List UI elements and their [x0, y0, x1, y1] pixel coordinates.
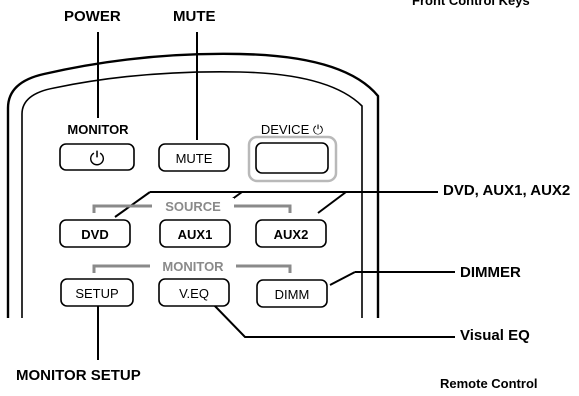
monitor-power-label: MONITOR [67, 122, 129, 137]
aux2-button[interactable] [255, 219, 327, 248]
aux1-button[interactable] [159, 219, 231, 248]
remote-outer-outline [6, 52, 380, 318]
aux2-leader-line [317, 191, 347, 214]
aux1-button-label: AUX1 [178, 227, 213, 242]
dimm-button[interactable] [256, 279, 328, 308]
device-power-label: DEVICE ⏻ [261, 122, 323, 137]
dimmer-callout: DIMMER [460, 264, 521, 281]
veq-button-label: V.EQ [179, 286, 209, 301]
setup-button[interactable] [60, 278, 134, 307]
monitor-setup-callout: MONITOR SETUP [16, 367, 141, 384]
front-control-keys-title: Front Control Keys [412, 0, 530, 8]
mute-callout: MUTE [173, 8, 216, 25]
mute-button-label: MUTE [176, 151, 213, 166]
source-group-label: SOURCE [165, 199, 221, 214]
veq-leader-line [211, 302, 455, 338]
veq-button[interactable] [158, 278, 230, 307]
monitor-power-button[interactable] [59, 143, 135, 171]
visual-eq-callout: Visual EQ [460, 327, 530, 344]
power-icon: ⏻ [89, 149, 104, 170]
remote-control-caption: Remote Control [440, 376, 538, 391]
dimmer-leader-line [329, 271, 356, 286]
dvd-button[interactable] [59, 219, 131, 248]
monitor-group-label-bg [150, 258, 236, 274]
aux2-button-label: AUX2 [274, 227, 309, 242]
dvd-aux-callout: DVD, AUX1, AUX2 [443, 182, 571, 199]
source-group-label-bg [152, 198, 234, 214]
power-callout: POWER [64, 8, 121, 25]
monitor-group-label: MONITOR [162, 259, 224, 274]
mute-button[interactable] [158, 143, 230, 172]
dimm-button-label: DIMM [275, 287, 310, 302]
setup-button-label: SETUP [75, 286, 118, 301]
dvd-button-label: DVD [81, 227, 108, 242]
device-power-button[interactable] [255, 142, 329, 174]
remote-inner-outline [21, 71, 363, 318]
